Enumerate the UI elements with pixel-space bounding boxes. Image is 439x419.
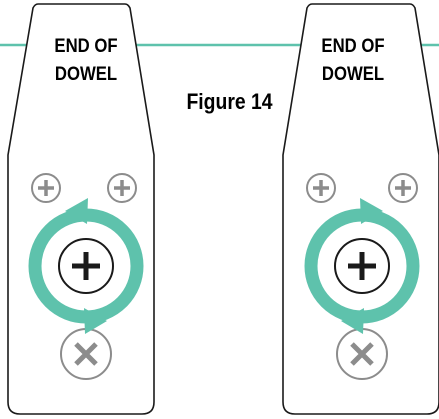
left-small-screw-1	[31, 173, 61, 203]
right-center-screw	[334, 238, 390, 294]
right-bottom-screw	[336, 328, 388, 380]
screw-plus-icon	[38, 180, 54, 196]
left-plate-title: END OF DOWEL	[49, 33, 123, 89]
left-plate-title-line1: END OF	[54, 36, 118, 57]
screw-plus-icon	[348, 252, 376, 280]
left-plate-title-line2: DOWEL	[54, 64, 118, 85]
left-rotate-arrow-icon	[28, 198, 144, 334]
screw-plus-icon	[114, 180, 130, 196]
left-plate	[7, 3, 155, 415]
screw-x-icon	[74, 342, 98, 366]
right-small-screw-1	[306, 173, 336, 203]
figure-caption: Figure 14	[186, 89, 273, 114]
left-center-screw	[58, 238, 114, 294]
screw-plus-icon	[72, 252, 100, 280]
screw-x-icon	[350, 342, 374, 366]
right-plate-title-line1: END OF	[321, 36, 385, 57]
right-plate-title-line2: DOWEL	[321, 64, 385, 85]
right-plate-title: END OF DOWEL	[316, 33, 390, 89]
screw-plus-icon	[395, 180, 411, 196]
screw-plus-icon	[313, 180, 329, 196]
left-small-screw-2	[107, 173, 137, 203]
right-small-screw-2	[388, 173, 418, 203]
right-plate	[282, 3, 439, 415]
right-rotate-arrow-icon	[304, 198, 420, 334]
left-bottom-screw	[60, 328, 112, 380]
